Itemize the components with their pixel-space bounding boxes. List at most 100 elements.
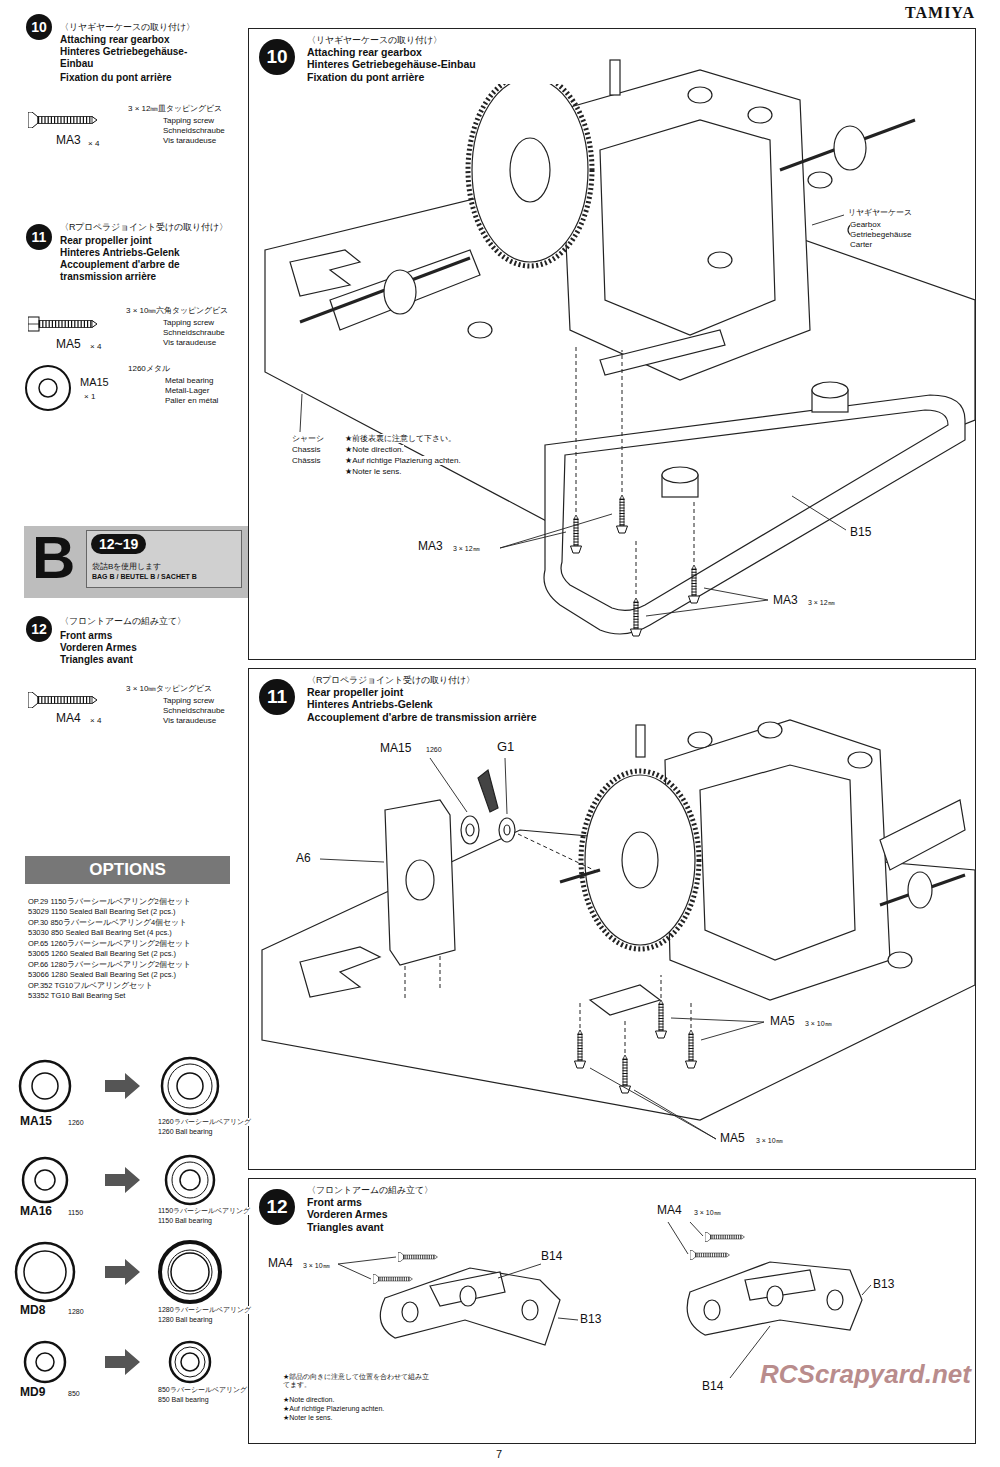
part-label: B15: [850, 526, 871, 540]
part-label: Metal bearing: [165, 376, 213, 385]
part-label: 850ラバーシールベアリング: [158, 1386, 247, 1394]
heading-text: Attaching rear gearbox: [307, 46, 577, 59]
options-band: OPTIONS: [25, 856, 230, 884]
part-label: MA5: [770, 1015, 795, 1029]
part-label: 53029 1150 Sealed Ball Bearing Set (2 pc…: [28, 908, 175, 917]
heading-jp: 〈Rプロペラジョイント受けの取り付け〉: [307, 675, 577, 686]
part-label: 53065 1260 Sealed Ball Bearing Set (2 pc…: [28, 950, 176, 959]
part-label: 3 × 10㎜: [756, 1137, 783, 1145]
part-label: 〈フロントアームの組み立て〉: [60, 616, 186, 626]
heading-text: Vorderen Armes: [307, 1208, 577, 1221]
bag-note-jp: 袋詰Bを使用します: [92, 561, 161, 572]
part-label: 3 × 10㎜: [694, 1209, 721, 1217]
part-label: Vis taraudeuse: [163, 338, 216, 347]
part-label: 53030 850 Sealed Ball Bearing Set (4 pcs…: [28, 929, 172, 938]
part-label: Vorderen Armes: [60, 642, 137, 654]
part-label: A6: [296, 852, 311, 866]
part-label: Hinteres Getriebegehäuse-Einbau: [60, 46, 210, 69]
part-label: 1260 Ball bearing: [158, 1128, 213, 1136]
part-label: Tapping screw: [163, 318, 214, 327]
part-label: Metall-Lager: [165, 386, 209, 395]
part-label: MA3: [773, 594, 798, 608]
part-label: ★部品の向きに注意して位置を合わせて組み立てます。: [283, 1373, 433, 1389]
part-label: 1260ラバーシールベアリング: [158, 1118, 251, 1126]
step-number: 10: [26, 14, 52, 40]
part-label: Vis taraudeuse: [163, 136, 216, 145]
step-number-text: 10: [266, 46, 287, 68]
part-label: 1260: [426, 746, 442, 754]
part-label: MA15: [380, 742, 411, 756]
bag-info-box: 12~19 袋詰Bを使用しますBAG B / BEUTEL B / SACHET …: [86, 530, 242, 588]
heading-text: Hinteres Antriebs-Gelenk: [307, 698, 577, 711]
part-label: 1150: [68, 1209, 83, 1217]
part-label: Schneidschraube: [163, 328, 225, 337]
part-label: × 1: [84, 392, 95, 401]
part-label: B14: [702, 1380, 723, 1394]
part-label: OP.29 1150ラバーシールベアリング2個セット: [28, 898, 191, 907]
part-label: B13: [580, 1313, 601, 1327]
part-label: Triangles avant: [60, 654, 133, 666]
part-label: ★Auf richtige Plazierung achten.: [345, 456, 461, 465]
heading-text: Accouplement d'arbre de transmission arr…: [307, 711, 577, 724]
part-label: Front arms: [60, 630, 112, 642]
part-label: 3 × 12㎜: [453, 545, 480, 553]
part-label: 3 × 10㎜タッピングビス: [126, 684, 212, 693]
step-number-text: 12: [31, 621, 47, 637]
heading-text: Fixation du pont arrière: [307, 71, 577, 84]
part-label: Fixation du pont arrière: [60, 72, 172, 84]
part-label: 1280 Ball bearing: [158, 1316, 213, 1324]
part-label: ★Note direction.: [345, 445, 404, 454]
part-label: MD9: [20, 1386, 45, 1400]
options-heading: OPTIONS: [89, 860, 166, 880]
part-label: G1: [497, 740, 514, 755]
part-label: Schneidschraube: [163, 706, 225, 715]
step-range: 12~19: [91, 534, 146, 554]
bag-note: BAG B / BEUTEL B / SACHET B: [92, 573, 197, 580]
part-label: Tapping screw: [163, 116, 214, 125]
part-label: OP.65 1260ラバーシールベアリング2個セット: [28, 940, 191, 949]
heading-text: Front arms: [307, 1196, 577, 1209]
part-label: 3 × 12㎜: [808, 599, 835, 607]
part-label: MA15: [20, 1115, 52, 1129]
part-label: × 4: [90, 342, 101, 351]
part-label: ★Noter le sens.: [283, 1414, 332, 1422]
part-label: 3 × 10㎜六角タッピングビス: [126, 306, 228, 315]
part-label: B14: [541, 1250, 562, 1264]
part-label: 1150 Ball bearing: [158, 1217, 212, 1225]
bag-panel: B12~19袋詰Bを使用しますBAG B / BEUTEL B / SACHET…: [24, 526, 248, 598]
part-label: シャーシ: [292, 434, 324, 443]
step-number: 12: [26, 616, 52, 642]
part-label: × 4: [90, 716, 101, 725]
brand-name: TAMIYA: [905, 4, 975, 22]
step-panel: 〈リヤギヤーケースの取り付け〉Attaching rear gearboxHin…: [248, 28, 976, 660]
part-label: Palier en métal: [165, 396, 218, 405]
step-number: 11: [259, 679, 295, 715]
panel-heading: 〈リヤギヤーケースの取り付け〉Attaching rear gearboxHin…: [307, 35, 577, 84]
bag-letter: B: [32, 522, 75, 594]
part-label: ★Auf richtige Plazierung achten.: [283, 1405, 384, 1413]
part-label: MA4: [268, 1257, 293, 1271]
part-label: Vis taraudeuse: [163, 716, 216, 725]
part-label: × 4: [88, 139, 99, 148]
part-label: 1280ラバーシールベアリング: [158, 1306, 251, 1314]
part-label: Schneidschraube: [163, 126, 225, 135]
part-label: Chassis: [292, 445, 320, 454]
part-label: 53352 TG10 Ball Bearing Set: [28, 992, 125, 1001]
part-label: MA5: [720, 1132, 745, 1146]
part-label: 3 × 10㎜: [303, 1262, 330, 1270]
part-label: Gearbox: [850, 220, 881, 229]
step-number-text: 10: [31, 19, 47, 35]
part-label: リヤギヤーケース: [848, 208, 912, 217]
part-label: 1280: [68, 1308, 84, 1316]
heading-jp: 〈リヤギヤーケースの取り付け〉: [307, 35, 577, 46]
part-label: OP.66 1280ラバーシールベアリング2個セット: [28, 961, 191, 970]
heading-text: Hinteres Getriebegehäuse-Einbau: [307, 58, 577, 71]
part-label: OP.352 TG10フルベアリングセット: [28, 982, 153, 991]
part-label: Rear propeller joint: [60, 235, 152, 247]
part-label: Getriebegehäuse: [850, 230, 911, 239]
part-label: 3 × 12㎜皿タッピングビス: [128, 104, 222, 113]
part-label: 1260メタル: [128, 364, 170, 373]
step-number: 11: [26, 224, 52, 250]
part-label: 〈リヤギヤーケースの取り付け〉: [60, 22, 195, 32]
part-label: 850: [68, 1390, 80, 1398]
